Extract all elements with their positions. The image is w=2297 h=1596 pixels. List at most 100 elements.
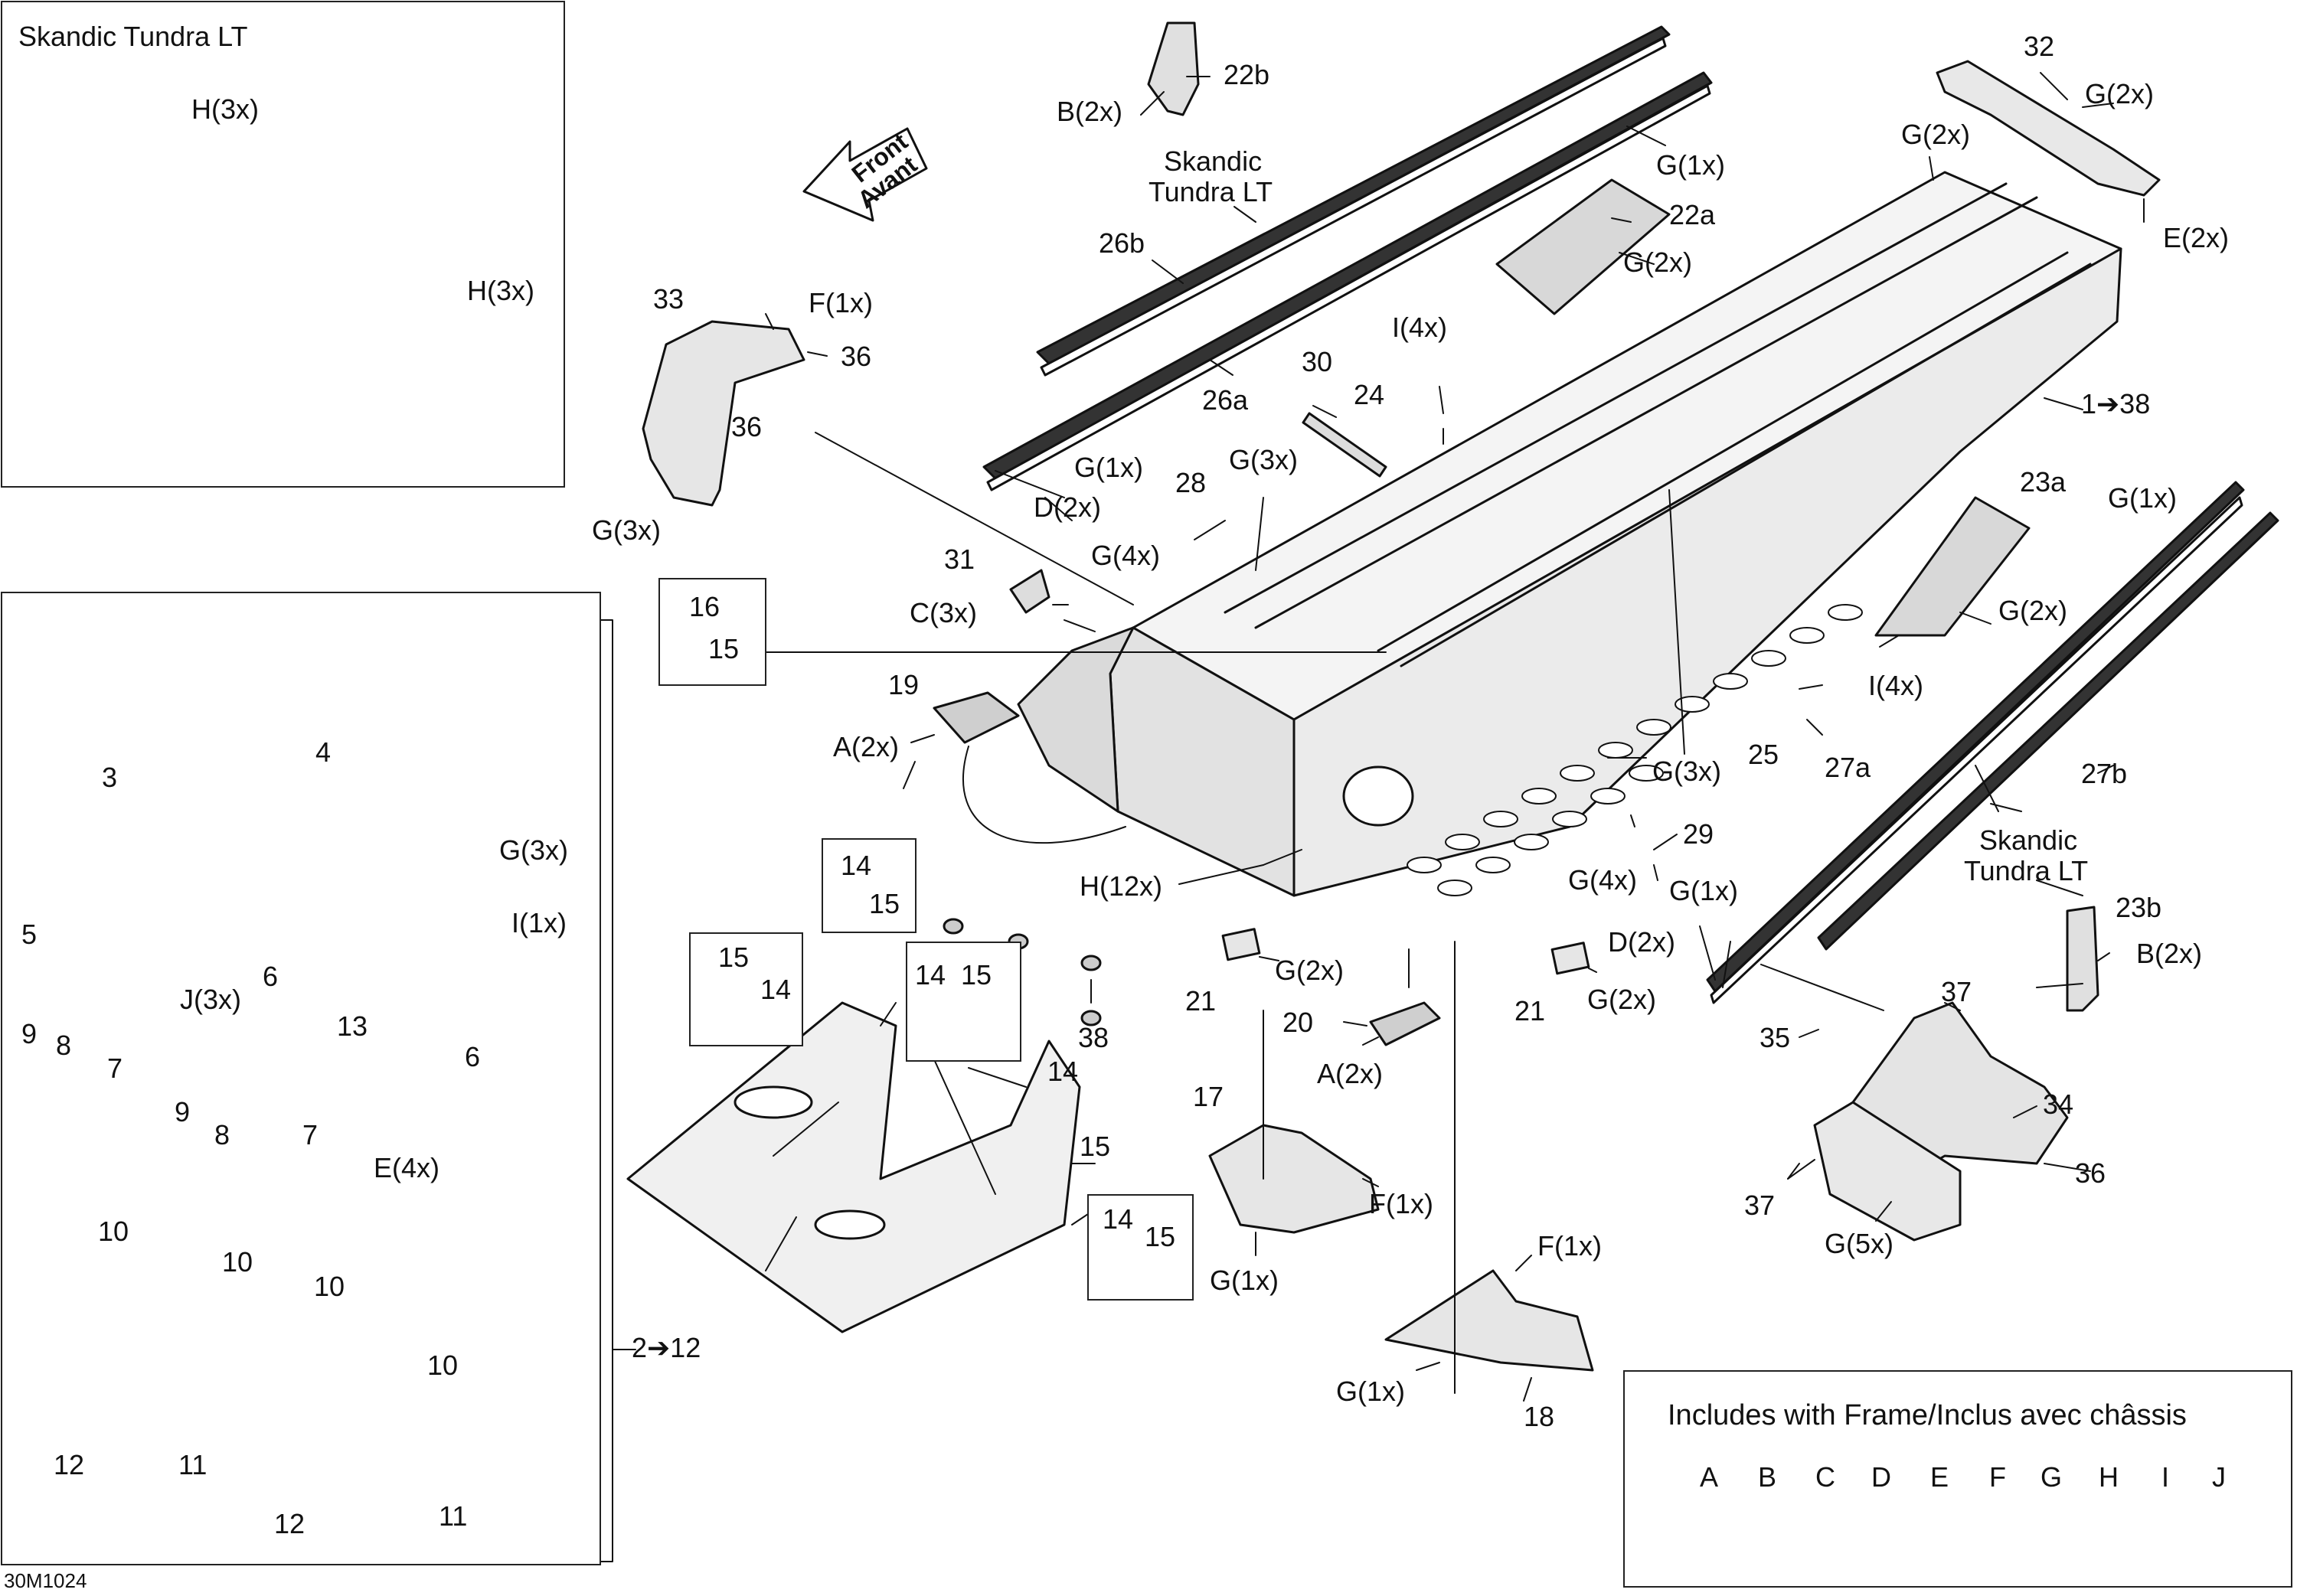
label-skandic-1: Skandic xyxy=(1164,145,1263,177)
part-2-12-assembly xyxy=(626,1001,1081,1333)
part-20 xyxy=(1369,1001,1441,1046)
label-13: 13 xyxy=(337,1010,368,1042)
part-23a xyxy=(1874,496,2031,637)
label-26a: 26a xyxy=(1202,384,1249,416)
box-14-15-d xyxy=(1087,1194,1194,1301)
label-23a: 23a xyxy=(2020,466,2067,498)
box-14-15-c xyxy=(906,942,1021,1062)
label-g1x-27: G(1x) xyxy=(2108,482,2177,514)
label-g2x-21a: G(2x) xyxy=(1275,955,1344,986)
part-22a xyxy=(1495,178,1671,315)
label-e4x: E(4x) xyxy=(374,1152,440,1183)
legend-letter-c: C xyxy=(1815,1461,1835,1493)
label-36a: 36 xyxy=(841,341,872,372)
label-34: 34 xyxy=(2043,1088,2074,1120)
label-g2x-32: G(2x) xyxy=(2085,78,2154,109)
part-32 xyxy=(1936,60,2161,197)
label-36b: 36 xyxy=(731,411,763,442)
label-g1x-17: G(1x) xyxy=(1210,1265,1279,1296)
part-22b xyxy=(1147,21,1200,116)
label-g3x-33: G(3x) xyxy=(592,514,661,546)
legend-letter-f: F xyxy=(1989,1461,2006,1493)
part-g5x xyxy=(1813,1101,1962,1242)
label-tundra-1: Tundra LT xyxy=(1148,176,1273,207)
label-h3x-top: H(3x) xyxy=(191,93,259,125)
label-18: 18 xyxy=(1524,1401,1555,1432)
leader-lines xyxy=(765,72,2145,1402)
part-23b xyxy=(2066,906,2099,1012)
label-9b: 9 xyxy=(175,1096,191,1128)
label-30: 30 xyxy=(1302,346,1333,377)
label-22a: 22a xyxy=(1669,199,1716,230)
label-1-38: 1➔38 xyxy=(2081,388,2151,419)
legend-letter-g: G xyxy=(2040,1461,2062,1493)
legend-letter-e: E xyxy=(1929,1461,1949,1493)
label-g2x-23a: G(2x) xyxy=(1998,595,2067,626)
label-8b: 8 xyxy=(214,1119,230,1150)
label-h3x-bottom: H(3x) xyxy=(467,275,534,306)
box-15-14-b xyxy=(689,932,803,1046)
diagram-code: 30M1024 xyxy=(4,1569,87,1592)
inset-top-left-frame xyxy=(1,1,565,488)
label-15-box2: 15 xyxy=(869,888,900,919)
label-10c: 10 xyxy=(314,1271,345,1302)
label-i4x-25: I(4x) xyxy=(1868,670,1923,701)
label-12a: 12 xyxy=(54,1449,85,1480)
label-g2x-21b: G(2x) xyxy=(1587,984,1656,1015)
label-6b: 6 xyxy=(465,1041,481,1072)
part-21b xyxy=(1550,942,1590,975)
label-g4x-lower: G(4x) xyxy=(1568,864,1637,896)
label-d2x-27a: D(2x) xyxy=(1608,926,1675,958)
label-26b: 26b xyxy=(1099,227,1145,259)
label-15-main: 15 xyxy=(1080,1131,1111,1162)
label-7a: 7 xyxy=(107,1053,123,1084)
label-14-box5: 14 xyxy=(1103,1203,1134,1235)
label-g1x-rail: G(1x) xyxy=(1074,452,1143,483)
legend-letter-h: H xyxy=(2099,1461,2119,1493)
label-14-box3: 14 xyxy=(760,974,792,1005)
label-11b: 11 xyxy=(439,1500,468,1532)
label-23b: 23b xyxy=(2116,892,2162,923)
label-g1x-27a: G(1x) xyxy=(1669,875,1738,906)
label-20: 20 xyxy=(1282,1007,1314,1038)
part-21a xyxy=(1221,928,1261,961)
label-37a: 37 xyxy=(1941,976,1972,1007)
label-15-box5: 15 xyxy=(1145,1221,1176,1252)
label-a2x-20: A(2x) xyxy=(1317,1058,1384,1089)
rail-27a xyxy=(1706,481,2245,1004)
label-a2x-19: A(2x) xyxy=(833,731,900,762)
label-e2x: E(2x) xyxy=(2163,222,2230,253)
label-g4x-mid: G(4x) xyxy=(1091,540,1160,571)
label-10b: 10 xyxy=(222,1246,253,1278)
label-4: 4 xyxy=(315,736,332,768)
label-8a: 8 xyxy=(56,1030,72,1061)
label-g5x: G(5x) xyxy=(1825,1228,1893,1259)
label-tundra-2: Tundra LT xyxy=(1964,855,2089,886)
label-36c: 36 xyxy=(2075,1157,2106,1189)
box-14-15-a xyxy=(822,838,917,933)
label-skandic-2: Skandic xyxy=(1979,824,2078,856)
label-g2x-frame: G(2x) xyxy=(1901,119,1970,150)
label-15-box3: 15 xyxy=(718,942,750,973)
part-17 xyxy=(1208,1124,1380,1234)
label-d2x-rail: D(2x) xyxy=(1034,491,1101,523)
rail-27b xyxy=(1817,511,2279,951)
label-10a: 10 xyxy=(98,1216,129,1247)
label-12b: 12 xyxy=(274,1508,306,1539)
part-19 xyxy=(933,691,1020,744)
label-38: 38 xyxy=(1078,1022,1109,1053)
box-16-15 xyxy=(658,578,766,686)
legend-letter-d: D xyxy=(1871,1461,1891,1493)
label-14-box4: 14 xyxy=(915,959,946,991)
label-28: 28 xyxy=(1175,467,1207,498)
label-g3x-lower: G(3x) xyxy=(1652,756,1721,787)
legend-letter-i: I xyxy=(2161,1461,2169,1493)
legend-letter-a: A xyxy=(1699,1461,1718,1493)
label-j3x: J(3x) xyxy=(180,984,241,1015)
label-33: 33 xyxy=(653,283,685,315)
label-i4x-top: I(4x) xyxy=(1392,312,1447,343)
label-b2x-23b: B(2x) xyxy=(2136,938,2203,969)
legend-title: Includes with Frame/Inclus avec châssis xyxy=(1668,1399,2187,1431)
